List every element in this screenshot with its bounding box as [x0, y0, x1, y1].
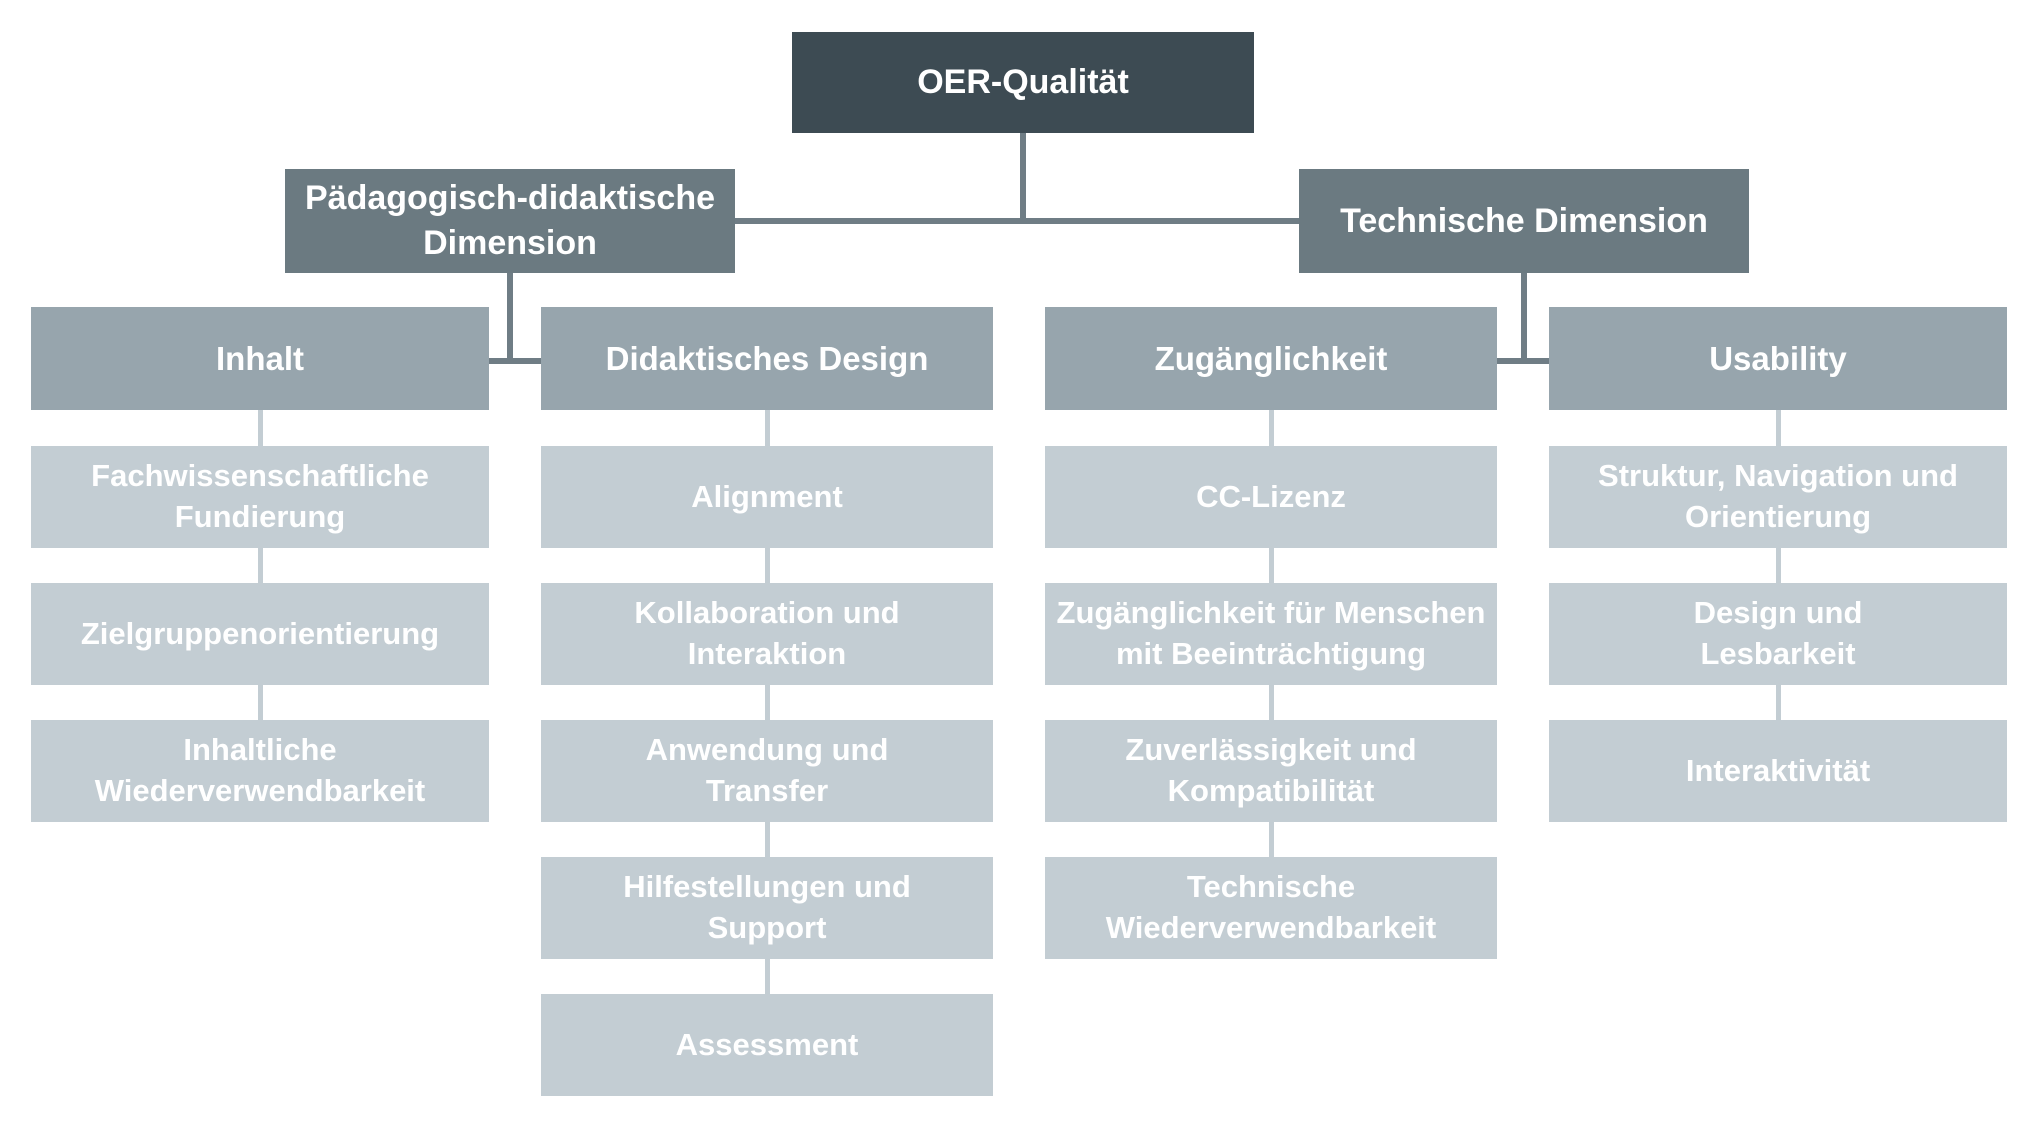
- connector-line: [258, 410, 263, 446]
- connector-line: [1776, 685, 1781, 720]
- root-node-oer-qualitaet: OER-Qualität: [792, 32, 1254, 133]
- connector-line: [1269, 822, 1274, 857]
- item-node: Alignment: [541, 446, 993, 548]
- item-node: Interaktivität: [1549, 720, 2007, 822]
- connector-line: [765, 959, 770, 994]
- connector-line: [765, 410, 770, 446]
- item-node: Anwendung und Transfer: [541, 720, 993, 822]
- connector-line: [1776, 410, 1781, 446]
- connector-line: [507, 273, 513, 364]
- item-node: Technische Wiederverwendbarkeit: [1045, 857, 1497, 959]
- connector-line: [765, 548, 770, 583]
- item-node: Assessment: [541, 994, 993, 1096]
- connector-line: [1269, 685, 1274, 720]
- connector-line: [1269, 548, 1274, 583]
- connector-line: [258, 685, 263, 720]
- connector-line: [1269, 410, 1274, 446]
- connector-line: [1020, 133, 1026, 224]
- connector-line: [258, 548, 263, 583]
- connector-line: [765, 822, 770, 857]
- dimension-node-paedagogisch-didaktisch: Pädagogisch-didaktische Dimension: [285, 169, 735, 273]
- item-node: Struktur, Navigation und Orientierung: [1549, 446, 2007, 548]
- item-node: Zugänglichkeit für Menschen mit Beeinträ…: [1045, 583, 1497, 685]
- connector-line: [489, 358, 541, 364]
- item-node: Hilfestellungen und Support: [541, 857, 993, 959]
- item-node: Inhaltliche Wiederverwendbarkeit: [31, 720, 489, 822]
- category-node-zugaenglichkeit: Zugänglichkeit: [1045, 307, 1497, 410]
- item-node: Kollaboration und Interaktion: [541, 583, 993, 685]
- connector-line: [765, 685, 770, 720]
- connector-line: [1497, 358, 1549, 364]
- item-node: Zielgruppenorientierung: [31, 583, 489, 685]
- category-node-inhalt: Inhalt: [31, 307, 489, 410]
- connector-line: [1776, 548, 1781, 583]
- item-node: Design und Lesbarkeit: [1549, 583, 2007, 685]
- connector-line: [735, 218, 1299, 224]
- category-node-usability: Usability: [1549, 307, 2007, 410]
- connector-line: [1521, 273, 1527, 364]
- item-node: Fachwissenschaftliche Fundierung: [31, 446, 489, 548]
- category-node-didaktisches-design: Didaktisches Design: [541, 307, 993, 410]
- dimension-node-technisch: Technische Dimension: [1299, 169, 1749, 273]
- item-node: Zuverlässigkeit und Kompatibilität: [1045, 720, 1497, 822]
- item-node: CC-Lizenz: [1045, 446, 1497, 548]
